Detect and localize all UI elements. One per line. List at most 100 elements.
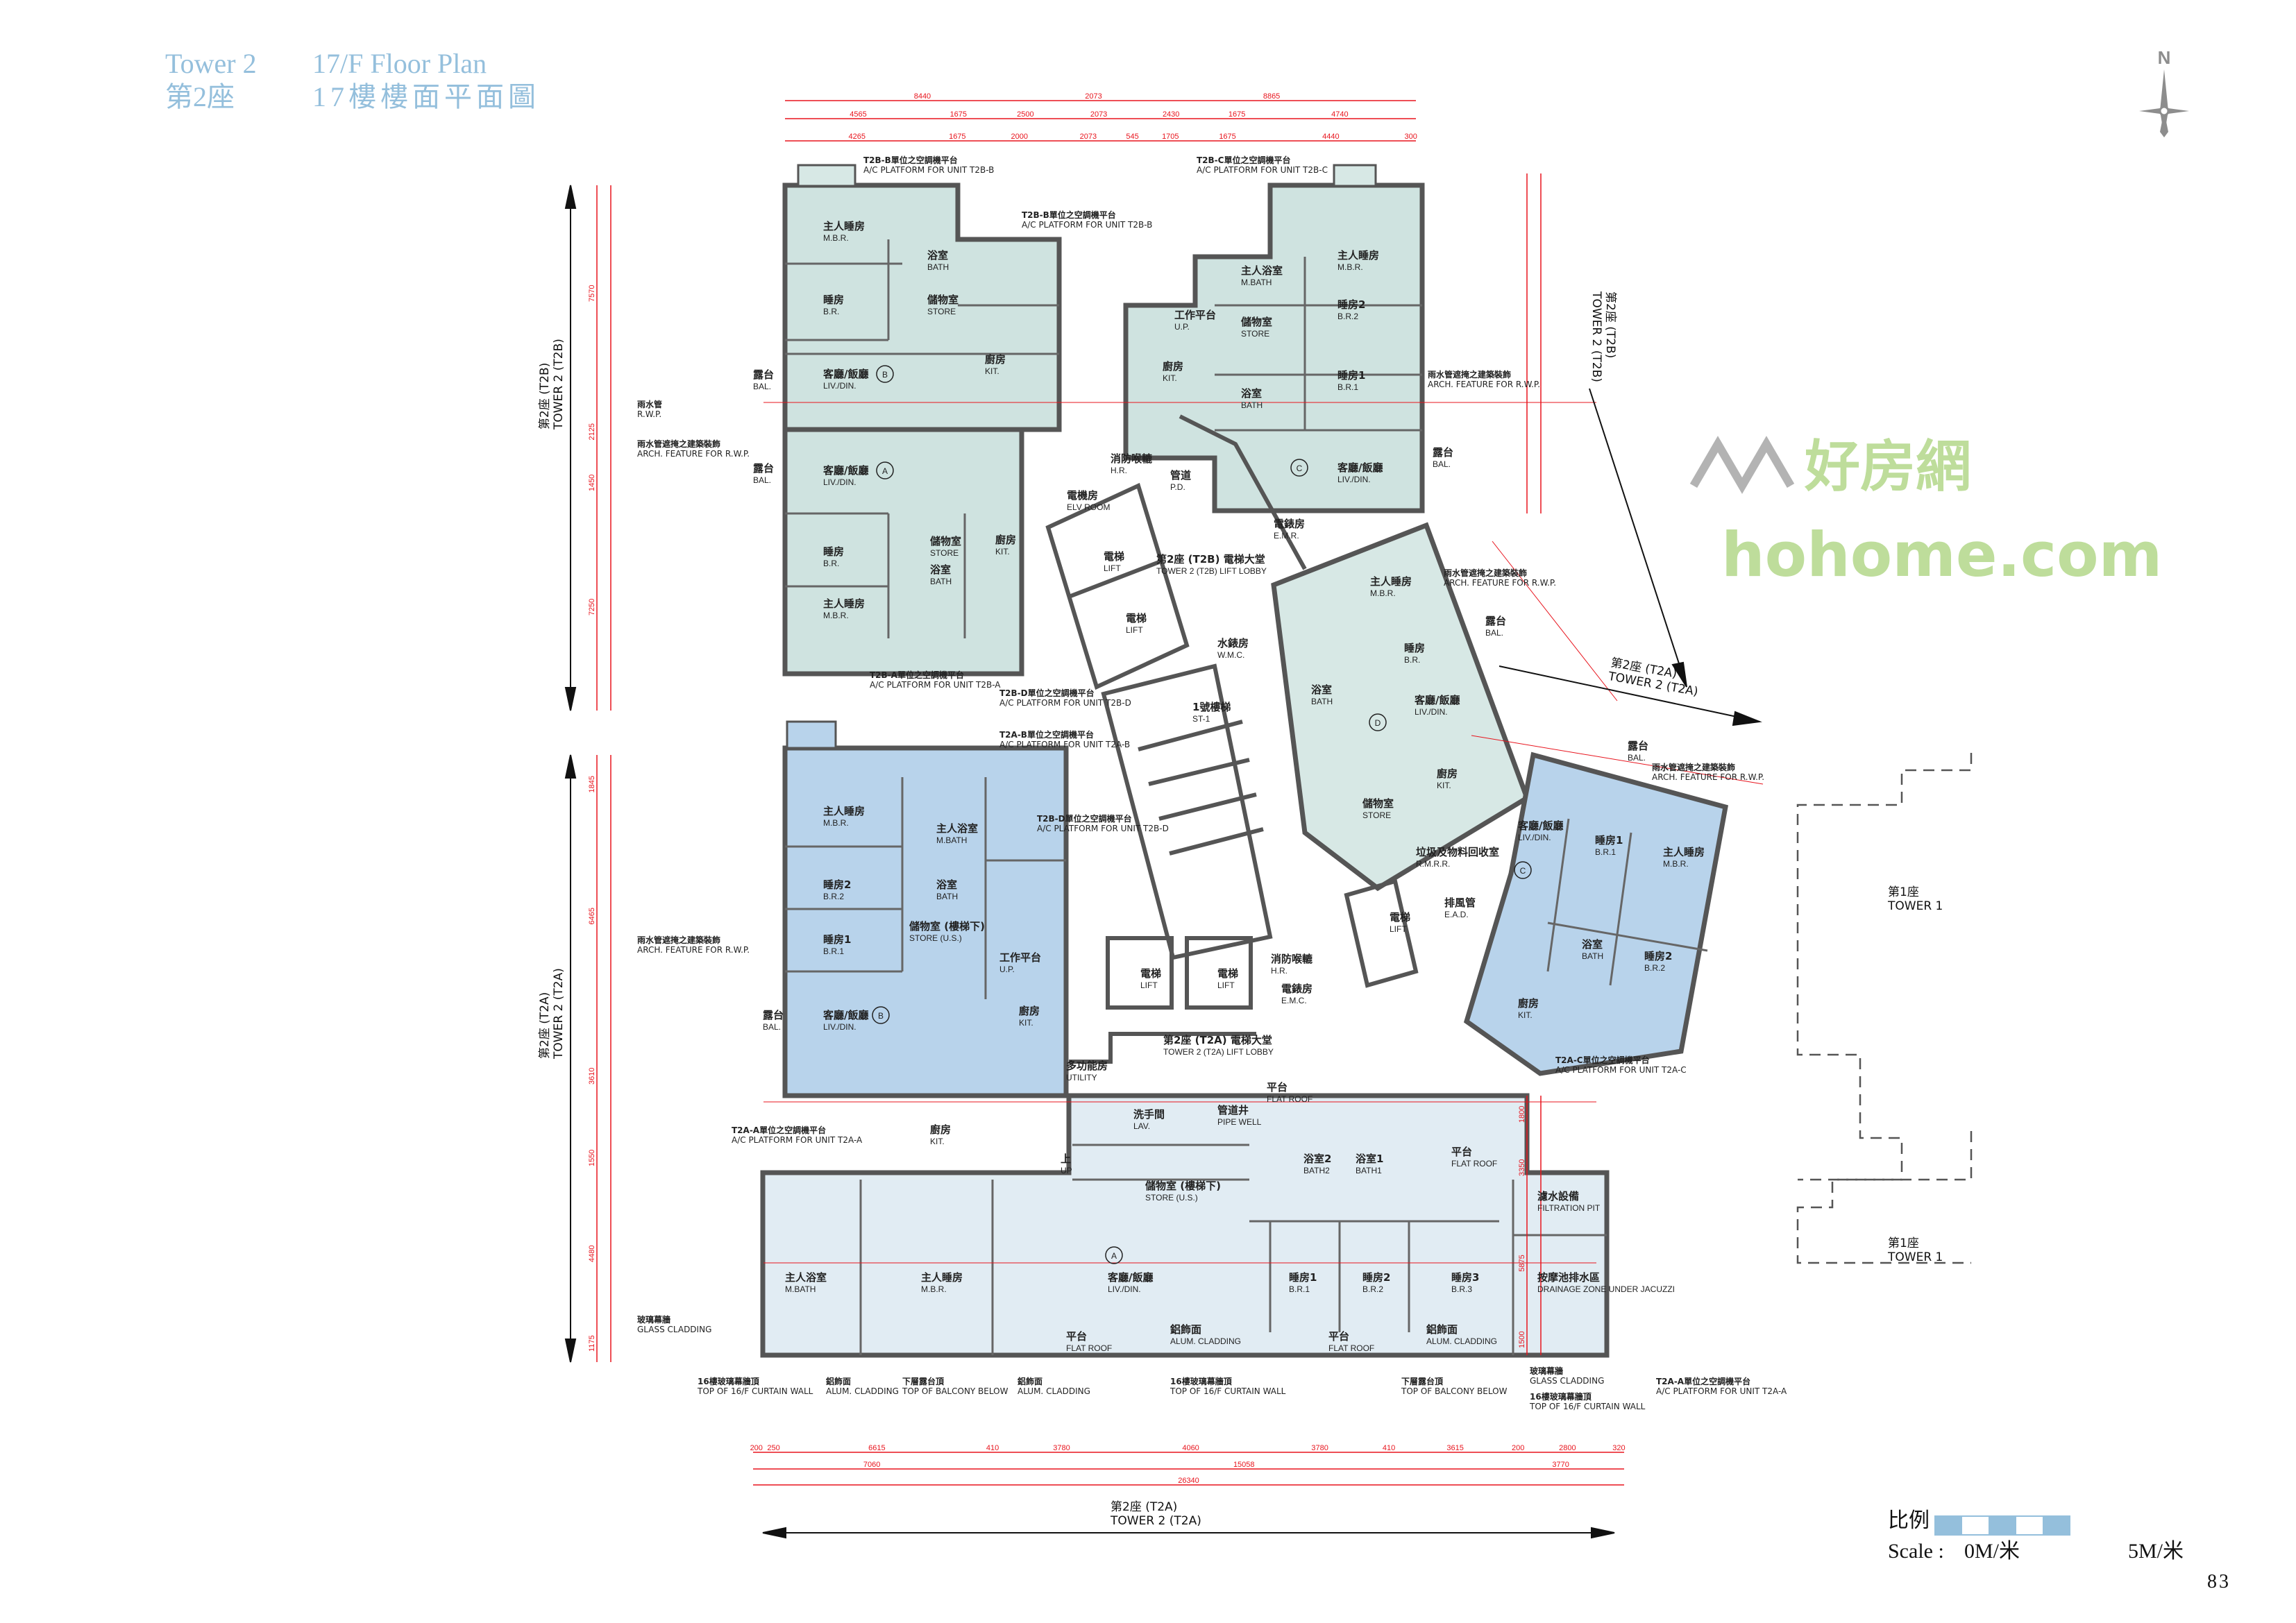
room-label-en: LIV./DIN. [823,381,856,391]
room-label-en: B.R. [1404,655,1420,665]
tower-label-en: TOWER 2 (T2B) [1589,291,1603,382]
annotation-en: A/C PLATFORM FOR UNIT T2B-A [870,680,1001,690]
room-label-zh: 廚房 [995,534,1016,546]
room-label-zh: 第2座 (T2A) 電梯大堂 [1163,1034,1272,1046]
dimension-label: 250 [767,1444,779,1452]
scale-end: 5M/米 [2128,1540,2184,1563]
dimension-label: 3770 [1552,1461,1569,1469]
room-label-en: LIV./DIN. [1518,833,1551,842]
room-label-en: B.R.1 [823,946,844,956]
unit-marker-circle [876,461,894,479]
dimension-label: 15058 [1233,1461,1255,1469]
room-label-zh: 電機房 [1067,489,1098,502]
unit-t2a-b [782,745,1069,1098]
room-label-zh: 電梯 [1217,967,1238,980]
room-label-zh: 廚房 [1019,1005,1040,1017]
room-label-zh: 廚房 [1518,997,1539,1010]
annotation-zh: T2B-B單位之空調機平台 [1022,210,1116,220]
room-label-en: ALUM. CLADDING [1170,1336,1241,1346]
room-label-zh: 鋁飾面 [1170,1323,1201,1336]
annotation-en: A/C PLATFORM FOR UNIT T2B-D [1037,824,1169,833]
annotation-en: ARCH. FEATURE FOR R.W.P. [1428,380,1540,389]
dimension-label: 4480 [588,1246,596,1262]
room-label-zh: 客廳/飯廳 [1107,1271,1153,1284]
room-label-zh: 電梯 [1126,612,1147,624]
room-label-en: KIT. [985,366,999,376]
room-label-zh: 浴室1 [1356,1153,1383,1165]
room-label-en: M.BATH [1241,278,1272,287]
tower-label-zh: 第1座 [1888,1237,1919,1250]
room-label-en: FLAT ROOF [1267,1094,1312,1104]
room-label-en: KIT. [1437,781,1451,790]
tower-label: 第2座 (T2B)TOWER 2 (T2B) [538,339,566,430]
annotation-en: ALUM. CLADDING [826,1386,899,1396]
room-label-zh: 廚房 [1163,360,1183,373]
dimension-label: 7060 [863,1461,880,1469]
dimension-label: 7570 [588,285,596,302]
dimension-label: 410 [986,1444,999,1452]
room-label-zh: 露台 [753,462,774,475]
annotation-zh: T2A-C單位之空調機平台 [1555,1055,1650,1065]
dimension-label: 2073 [1080,133,1097,141]
annotation-zh: T2B-D單位之空調機平台 [999,688,1095,698]
room-label-en: FILTRATION PIT [1537,1203,1601,1213]
tower-label-en: TOWER 1 [1887,899,1943,913]
room-label-zh: 睡房 [823,294,844,306]
room-label-zh: 睡房2 [823,878,851,891]
tower-label-zh: 第2座 (T2A) [1111,1500,1177,1514]
room-label-zh: 露台 [763,1009,784,1021]
room-label-zh: 電梯 [1140,967,1161,980]
room-label-en: B.R.2 [823,892,844,901]
ac-platform-t2a-b [786,720,837,749]
annotation-zh: 鋁飾面 [825,1376,851,1386]
dimension-label: 320 [1612,1444,1625,1452]
room-label-en: STORE (U.S.) [909,933,962,943]
room-label-en: M.B.R. [823,611,849,620]
annotation-en: TOP OF 16/F CURTAIN WALL [697,1386,813,1396]
annotation-en: GLASS CLADDING [637,1325,711,1334]
room-label-zh: 消防喉轆 [1111,452,1152,465]
room-label-en: M.B.R. [1337,262,1363,272]
annotation-en: TOP OF 16/F CURTAIN WALL [1170,1386,1286,1396]
room-label-en: B.R.1 [1595,847,1616,857]
room-label-en: BAL. [763,1022,781,1032]
room-label-en: M.B.R. [1370,588,1396,598]
room-label-en: LIV./DIN. [823,1022,856,1032]
tower-label-en: TOWER 2 (T2A) [1110,1514,1201,1528]
dimension-label: 1675 [1219,133,1235,141]
dimension-label: 410 [1383,1444,1395,1452]
unit-marker-circle [876,365,894,383]
room-label-zh: 客廳/飯廳 [822,464,868,477]
room-label-en: E.M.R. [1274,531,1299,541]
room-labels: 主人睡房M.B.R.睡房B.R.浴室BATH儲物室STORE廚房KIT.客廳/飯… [753,220,1705,1353]
dimension-label: 2073 [1090,110,1107,119]
tower-label: 第2座 (T2A)TOWER 2 (T2A) [1110,1500,1201,1528]
dimension-label: 2500 [1017,110,1033,119]
dimension-label: 1800 [1518,1106,1526,1123]
room-label-zh: 廚房 [1437,767,1458,780]
room-label-en: ALUM. CLADDING [1426,1336,1497,1346]
room-label-zh: 平台 [1451,1146,1472,1158]
annotation-zh: 雨水管遮掩之建築裝飾 [1428,369,1511,380]
dimension-label: 2073 [1085,92,1101,101]
unit-marker-letter: A [1111,1251,1117,1261]
room-label-en: M.B.R. [921,1284,947,1294]
annotation-en: TOP OF BALCONY BELOW [1401,1386,1508,1396]
dimension-label: 5875 [1518,1255,1526,1271]
annotation-zh: 玻璃幕牆 [1530,1366,1563,1376]
room-label-en: M.BATH [936,835,967,845]
dimension-label: 2000 [1011,133,1028,141]
room-label-zh: 露台 [1628,740,1648,752]
watermark-logo: 好房網 hohome.com [1689,434,2162,590]
unit-t2b-a [782,427,1024,677]
dimension-label: 2800 [1559,1444,1576,1452]
unit-t2b-d [1271,522,1530,892]
dimension-label: 4740 [1331,110,1348,119]
room-label-en: B.R. [823,307,839,316]
room-label-en: UTILITY [1066,1073,1097,1082]
room-label-zh: 睡房 [823,545,844,558]
room-label-zh: 浴室 [1311,683,1332,696]
scale-bar [1934,1515,2070,1536]
room-label-zh: 平台 [1267,1081,1288,1094]
room-label-en: B.R.2 [1337,312,1358,321]
